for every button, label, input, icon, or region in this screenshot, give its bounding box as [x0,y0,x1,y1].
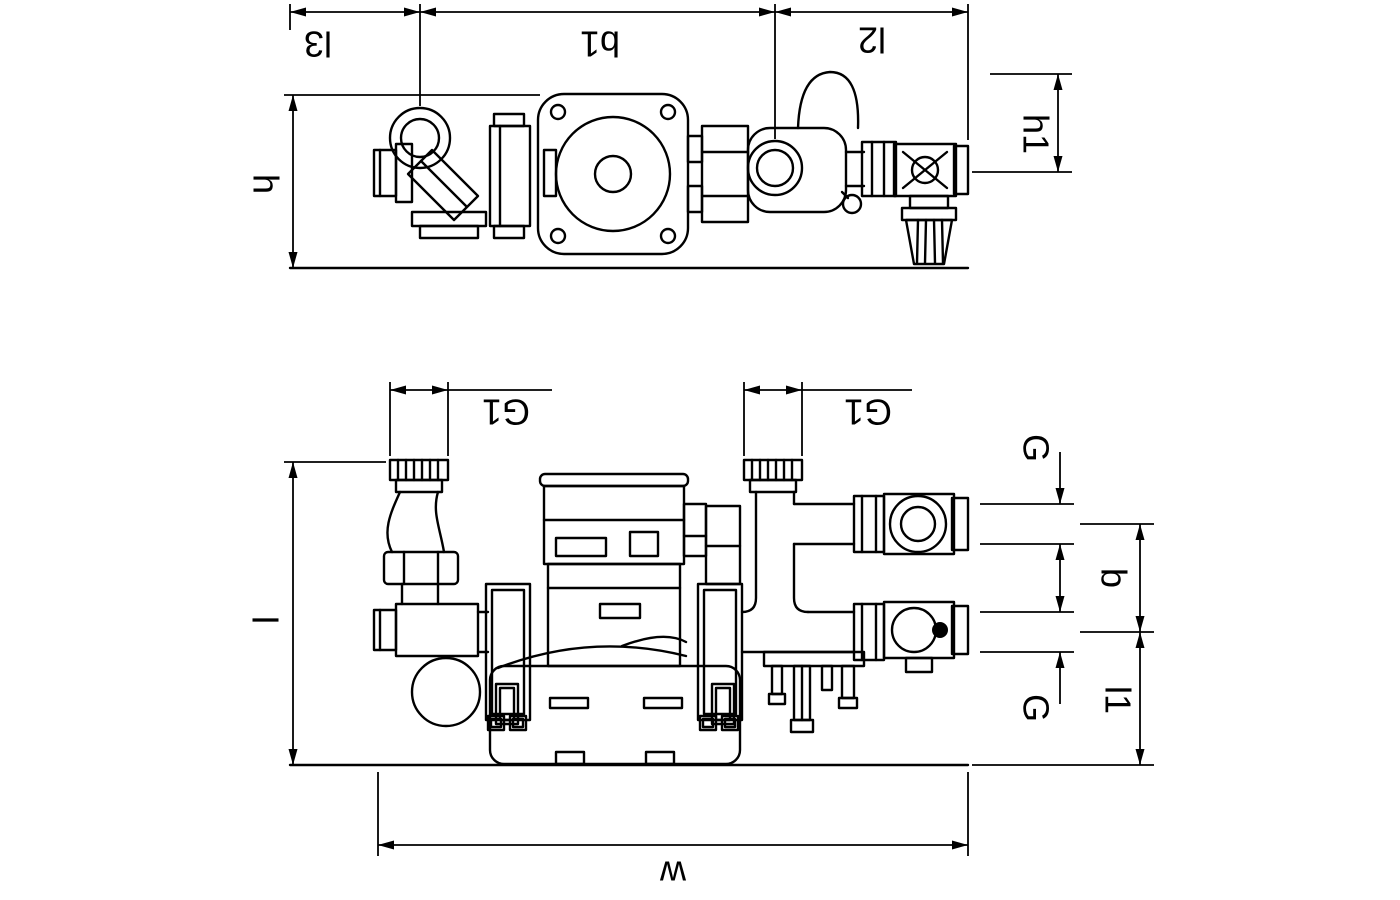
front-view-dimensions: G1 G1 l w [245,382,1154,895]
front-view-part [288,458,970,767]
dim-label-l3: l3 [304,24,332,65]
dim-label-b1: b1 [580,24,620,65]
dim-g1-left: G1 [389,382,552,456]
dim-label-h: h [246,174,287,194]
dim-b: b [1080,523,1154,633]
dim-label-w: w [659,854,687,895]
dim-label-h1: h1 [1016,114,1057,154]
dim-l: l [245,461,386,765]
dim-label-g-lower: G [1016,694,1057,722]
dim-h1: h1 [972,73,1072,173]
top-view-dimensions: l3 b1 l2 h h1 [246,4,1072,268]
dim-label-g1-left: G1 [482,392,530,433]
dim-l1: l1 [972,632,1154,766]
dim-label-g-upper: G [1016,434,1057,462]
dim-g-lower: G [980,596,1074,722]
dim-label-l1: l1 [1098,686,1139,714]
dim-g1-right: G1 [743,382,912,456]
dim-h: h [246,94,540,268]
dim-w: w [377,772,969,895]
dim-label-g1-right: G1 [844,392,892,433]
dim-label-l: l [245,616,286,624]
dim-label-l2: l2 [858,20,886,61]
dim-l3-b1-l2: l3 b1 l2 [289,4,969,140]
top-view-part [288,70,970,270]
dim-label-b: b [1094,568,1135,588]
dim-g-upper: G [980,434,1074,612]
